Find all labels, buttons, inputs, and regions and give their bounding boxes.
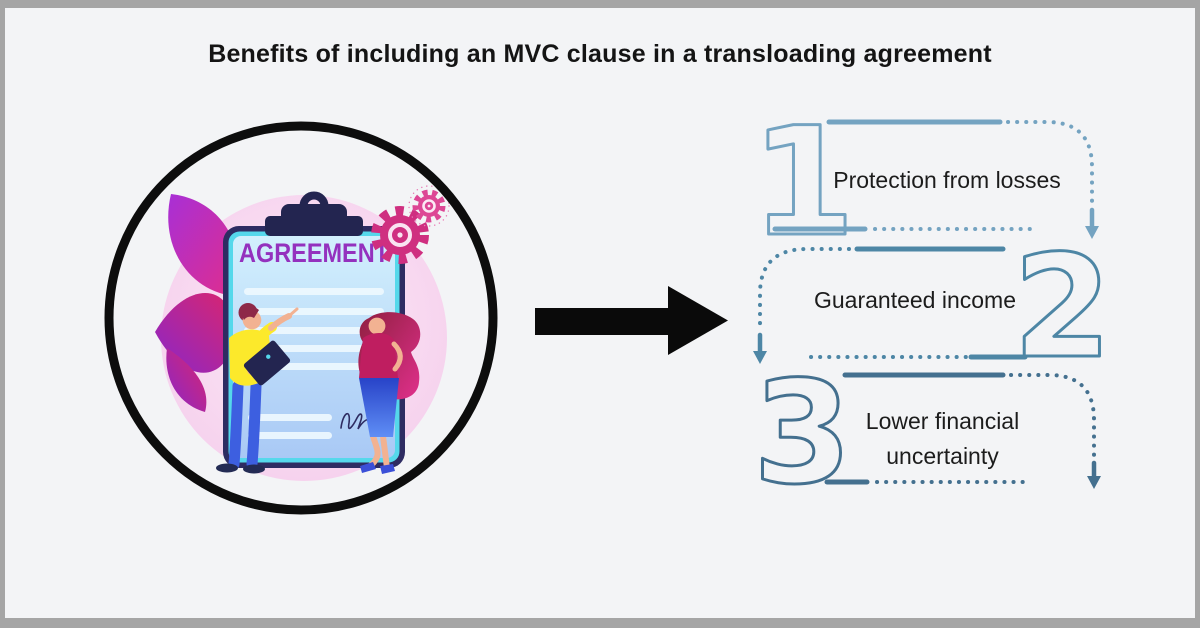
benefit-label-2: Guaranteed income xyxy=(813,287,1016,313)
page-title: Benefits of including an MVC clause in a… xyxy=(208,40,992,68)
leaves-icon xyxy=(155,194,238,412)
benefit-label-3: Lower financial uncertainty xyxy=(865,408,1020,469)
tablet xyxy=(243,340,291,386)
benefits-list: 1 Protection from losses 2 xyxy=(745,106,1115,506)
agreement-label: AGREEMENT xyxy=(239,238,389,268)
benefit-number-1: 1 xyxy=(751,106,855,240)
benefit-row-2: 2 Guaranteed income xyxy=(745,240,1115,374)
gear-icon-large xyxy=(371,206,429,264)
benefit-row-1: 1 Protection from losses xyxy=(745,106,1115,240)
clipboard-clip xyxy=(265,191,363,236)
down-arrow-icon xyxy=(1087,476,1101,489)
circle-outline xyxy=(104,121,498,515)
benefit-number-2: 2 xyxy=(1013,240,1112,374)
down-arrow-icon xyxy=(1085,226,1099,239)
benefit-number-3: 3 xyxy=(753,366,852,501)
gear-icon-small xyxy=(408,185,450,227)
benefit-3-decoration: 3 xyxy=(752,366,1101,501)
benefit-row-3: 3 Lower financial uncertainty xyxy=(745,366,1115,501)
clipboard: AGREEMENT xyxy=(223,191,405,468)
benefit-2-decoration: 2 xyxy=(753,240,1113,374)
benefit-label-1: Protection from losses xyxy=(833,167,1061,193)
down-arrow-icon xyxy=(753,351,767,364)
man-figure xyxy=(216,303,299,474)
agreement-illustration: AGREEMENT xyxy=(104,121,498,515)
woman-figure xyxy=(358,312,421,474)
arrow-right-icon xyxy=(535,286,728,355)
benefit-1-decoration: 1 xyxy=(750,106,1099,240)
